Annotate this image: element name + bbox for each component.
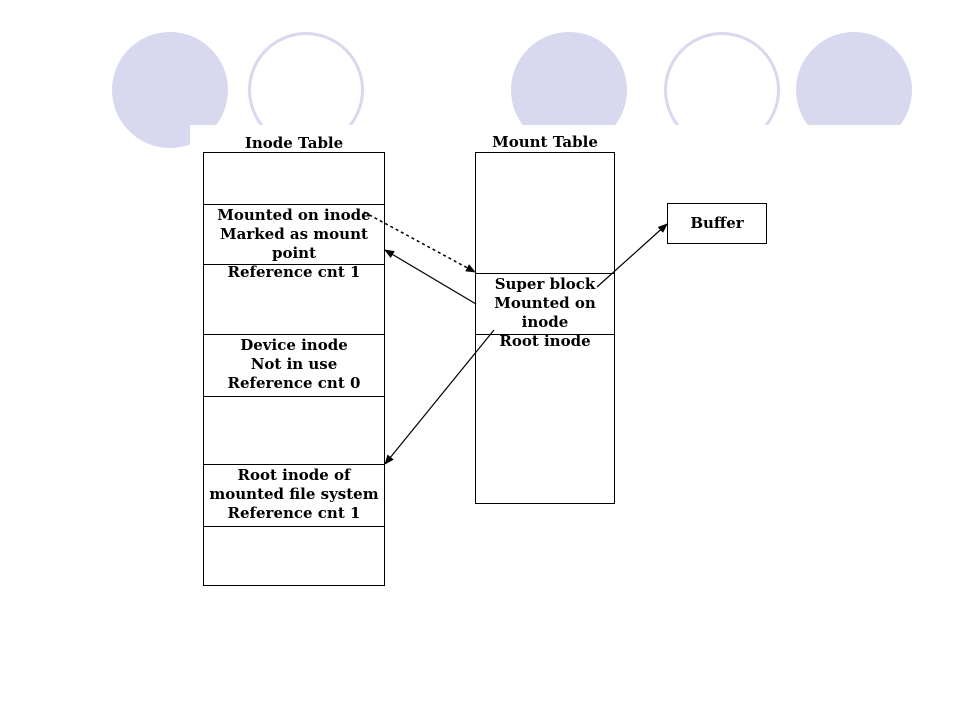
inode-table-title: Inode Table xyxy=(244,134,344,152)
arrow-to-mounted-inode xyxy=(384,249,477,305)
inode-row-divider xyxy=(204,464,384,465)
cell-line: Reference cnt 1 xyxy=(227,504,361,522)
inode-row-divider xyxy=(204,526,384,527)
decor-mask-2 xyxy=(650,125,930,165)
mount-table-title: Mount Table xyxy=(492,133,598,151)
cell-line: Reference cnt 0 xyxy=(227,374,361,392)
cell-line: Marked as mount point xyxy=(220,225,368,262)
cell-line: Mounted on inode xyxy=(494,294,596,331)
cell-line: Reference cnt 1 xyxy=(227,263,361,281)
cell-line: Mounted on inode xyxy=(217,206,371,224)
mount-row-divider xyxy=(476,334,614,335)
arrow-to-root-inode xyxy=(384,329,495,465)
root-inode-entry: Root inode of mounted file system Refere… xyxy=(204,466,384,523)
inode-row-divider xyxy=(204,264,384,265)
mounted-on-inode-entry: Mounted on inode Marked as mount point R… xyxy=(204,206,384,282)
cell-line: Device inode xyxy=(240,336,348,354)
mount-table-entry: Super block Mounted on inode Root inode xyxy=(476,275,614,351)
mount-row-divider xyxy=(476,273,614,274)
inode-row-divider xyxy=(204,334,384,335)
inode-table: Mounted on inode Marked as mount point R… xyxy=(203,152,385,586)
cell-line: Root inode of xyxy=(237,466,351,484)
device-inode-entry: Device inode Not in use Reference cnt 0 xyxy=(204,336,384,393)
mount-table: Super block Mounted on inode Root inode xyxy=(475,152,615,504)
dotted-arrow-mount-link xyxy=(363,211,476,273)
arrow-to-buffer xyxy=(596,223,668,288)
cell-line: Root inode xyxy=(499,332,591,350)
cell-line: mounted file system xyxy=(209,485,379,503)
inode-row-divider xyxy=(204,204,384,205)
inode-row-divider xyxy=(204,396,384,397)
cell-line: Super block xyxy=(494,275,596,293)
cell-line: Not in use xyxy=(250,355,338,373)
